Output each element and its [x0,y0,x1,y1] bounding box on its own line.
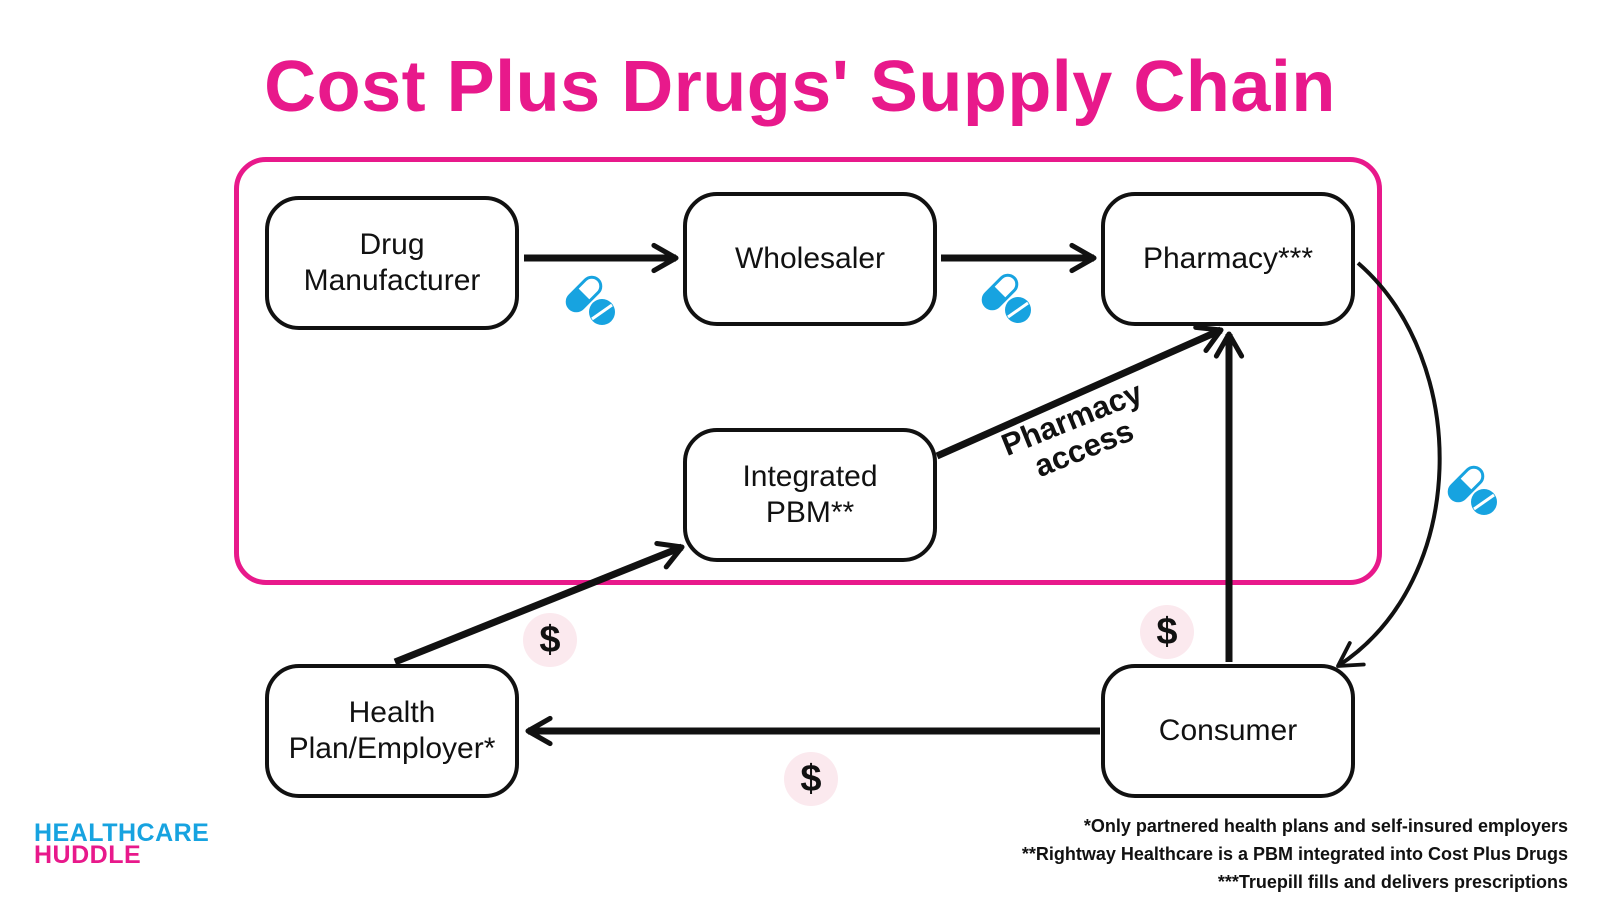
dollar-sign-icon: $ [1140,605,1194,659]
node-consumer: Consumer [1101,664,1355,798]
logo-line2: HUDDLE [34,841,142,869]
node-integrated-pbm: Integrated PBM** [683,428,937,562]
page-title: Cost Plus Drugs' Supply Chain [264,47,1336,127]
node-drug-manufacturer-line1: Drug [359,228,425,261]
node-health-plan-line2: Plan/Employer* [288,732,496,765]
footnote-3: ***Truepill fills and delivers prescript… [1217,872,1568,892]
node-integrated-pbm-line2: PBM** [765,496,855,529]
pill-capsule-icon [1447,465,1497,515]
footnote-2: **Rightway Healthcare is a PBM integrate… [1021,844,1568,864]
node-drug-manufacturer-line2: Manufacturer [303,264,481,297]
node-consumer-label: Consumer [1158,714,1298,747]
dollar-sign-icon: $ [784,752,838,806]
logo-line1: HEALTHCARE [34,819,210,847]
node-wholesaler-label: Wholesaler [734,242,886,275]
footnotes: *Only partnered health plans and self-in… [1022,812,1568,896]
dollar-sign-icon: $ [523,613,577,667]
node-pharmacy: Pharmacy*** [1101,192,1355,326]
pill-capsule-icon [981,273,1031,323]
node-health-plan-employer: Health Plan/Employer* [265,664,519,798]
footnote-1: *Only partnered health plans and self-in… [1083,816,1568,836]
arrow-pbm-to-pharmacy [935,324,1224,460]
node-wholesaler: Wholesaler [683,192,937,326]
node-integrated-pbm-line1: Integrated [742,460,878,493]
node-health-plan-line1: Health [348,696,436,729]
node-pharmacy-label: Pharmacy*** [1142,242,1314,275]
cost-plus-boundary [234,157,1382,585]
arrow-health-plan-to-pbm [393,540,685,666]
node-drug-manufacturer: Drug Manufacturer [265,196,519,330]
healthcare-huddle-logo: HEALTHCARE HUDDLE [34,819,210,869]
pill-capsule-icon [565,275,615,325]
arrow-pharmacy-to-consumer [1336,261,1442,668]
